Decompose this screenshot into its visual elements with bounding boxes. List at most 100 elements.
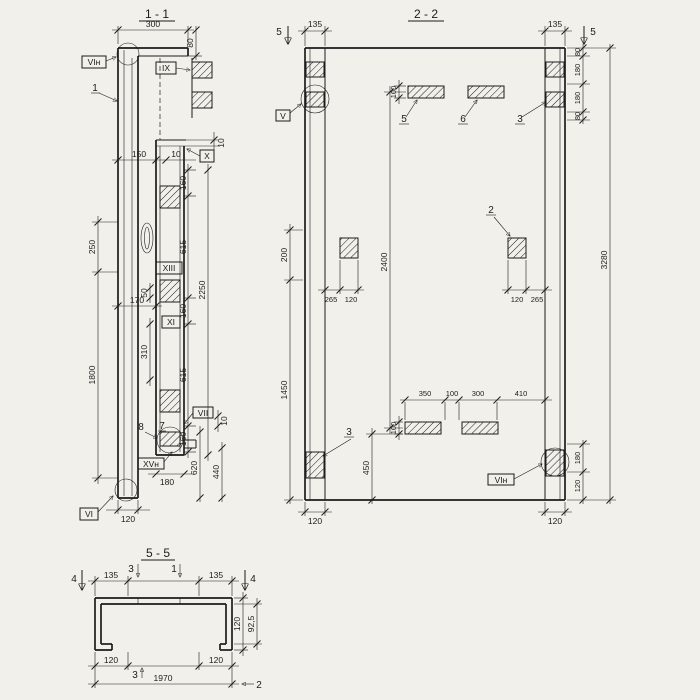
part-callout-3-top: 3 [515,102,546,125]
marker-xvn-label: XVн [143,459,159,469]
part-callout-7: 7 [158,421,166,432]
dim-2400: 2400 [379,86,406,434]
section-1-1-title-text: 1 - 1 [145,7,169,21]
dim-120-265-right: 120 265 [502,260,552,304]
marker-vin-top: VIн [81,55,116,69]
marker-vii: VII [184,406,214,424]
cut-4-right-label: 4 [250,574,256,585]
dim-150-text: 150 [132,149,146,159]
cut-marker-1: 1 [171,564,180,577]
marker-vi-bottom: VI [79,496,113,521]
marker-v-label: V [280,111,286,121]
part-callout-8: 8 [138,422,157,438]
dim-160b-text: 160 [178,304,188,318]
section-5-5-title: 5 - 5 [141,546,175,561]
dim-135-tl-text: 135 [104,570,118,580]
dim-310-text: 310 [139,345,149,359]
dim-350-text: 350 [419,389,432,398]
cut-4-left-label: 4 [71,574,77,585]
dim-310: 310 [139,318,154,386]
cut-1-label: 1 [171,564,177,575]
dim-2250: 2250 [197,164,212,461]
dim-250-text: 250 [87,240,97,254]
dim-2400-text: 2400 [379,252,389,271]
cut-2-label: 2 [256,680,262,691]
cut-marker-3-top: 3 [128,564,138,577]
dim-180-text: 180 [160,477,174,487]
dim-135-left-text: 135 [308,19,322,29]
embed-right-bottom [545,449,565,477]
dim-170: 170 [112,295,162,310]
dim-450: 450 [361,428,403,504]
embed-square-left [339,237,359,259]
lifting-loop [140,222,154,254]
marker-ix-label: IX [162,63,170,73]
marker-x-label: X [204,151,210,161]
dim-bottom-120s: 120 120 [88,652,239,688]
dim-100-bottom-text: 100 [389,422,398,435]
cut-3-top-label: 3 [128,564,134,575]
section-5-5: 5 - 5 [71,546,262,691]
dim-180-bottom: 180 [148,470,192,487]
dim-135-tr-text: 135 [209,570,223,580]
marker-vin-top-label: VIн [88,57,101,67]
dim-10-hook-text: 10 [219,416,229,426]
cut-marker-4-left: 4 [71,570,82,590]
dim-300-chain-text: 300 [472,389,485,398]
dim-2250-text: 2250 [197,280,207,299]
dim-80b-text: 80 [573,112,582,120]
cut-marker-5-left: 5 [276,26,288,44]
part-3-top-label: 3 [517,114,523,125]
dim-left-chain-22: 200 1450 [279,224,303,504]
embed-item-1 [159,185,181,209]
part-2-label: 2 [488,205,494,216]
detail-circle-bottom [114,478,138,502]
detail-circle-top [116,42,140,66]
dim-10b-text: 10 [171,149,181,159]
dim-left-chain: 250 1800 [87,216,118,484]
embed-right-top-1 [545,61,565,78]
section-2-2-title-text: 2 - 2 [414,7,438,21]
part-1-label: 1 [92,83,98,94]
panel-outline [304,47,566,501]
dim-620-text: 620 [189,461,199,475]
cut-5-left-label: 5 [276,27,282,38]
dim-265-left-text: 265 [325,295,338,304]
dim-135-right: 135 [538,19,572,46]
marker-xiii: XIII [155,261,183,275]
embed-bar-bottom-1 [404,421,442,435]
marker-x: X [187,149,215,163]
cut-marker-4-right: 4 [245,570,256,590]
marker-v: V [275,104,301,122]
bottom-hook-detail [156,426,197,454]
dim-440: 440 [211,442,226,502]
dim-1800-text: 1800 [87,365,97,384]
channel-profile [94,597,233,651]
embed-bar-top-1 [407,85,445,99]
dim-bottom-chain: 350 100 300 410 [400,389,552,420]
dim-100a-text: 100 [446,389,459,398]
dim-1970-text: 1970 [154,673,173,683]
marker-vi-bottom-label: VI [85,509,93,519]
cut-marker-5-right: 5 [584,26,596,44]
section-2-2-title: 2 - 2 [408,7,444,22]
marker-vin-label: VIн [495,475,508,485]
dim-440-text: 440 [211,465,221,479]
dim-top-135s: 135 135 [88,570,239,596]
dim-120-r55-text: 120 [232,617,242,631]
cut-marker-3-bottom: 3 [132,668,142,681]
dim-300-text: 300 [146,19,160,29]
dim-120-br55-text: 120 [209,655,223,665]
embed-item-2 [159,279,181,303]
embed-bar-top-2 [467,85,505,99]
part-7-label: 7 [159,421,165,432]
part-8-label: 8 [138,422,144,433]
part-3-bottom-label: 3 [346,427,352,438]
dim-120-right-55: 120 [232,592,248,656]
dim-300: 300 [112,19,194,44]
dim-10-top-text: 10 [216,138,226,148]
marker-xi-label: XI [167,317,175,327]
dim-265-right-text: 265 [531,295,544,304]
